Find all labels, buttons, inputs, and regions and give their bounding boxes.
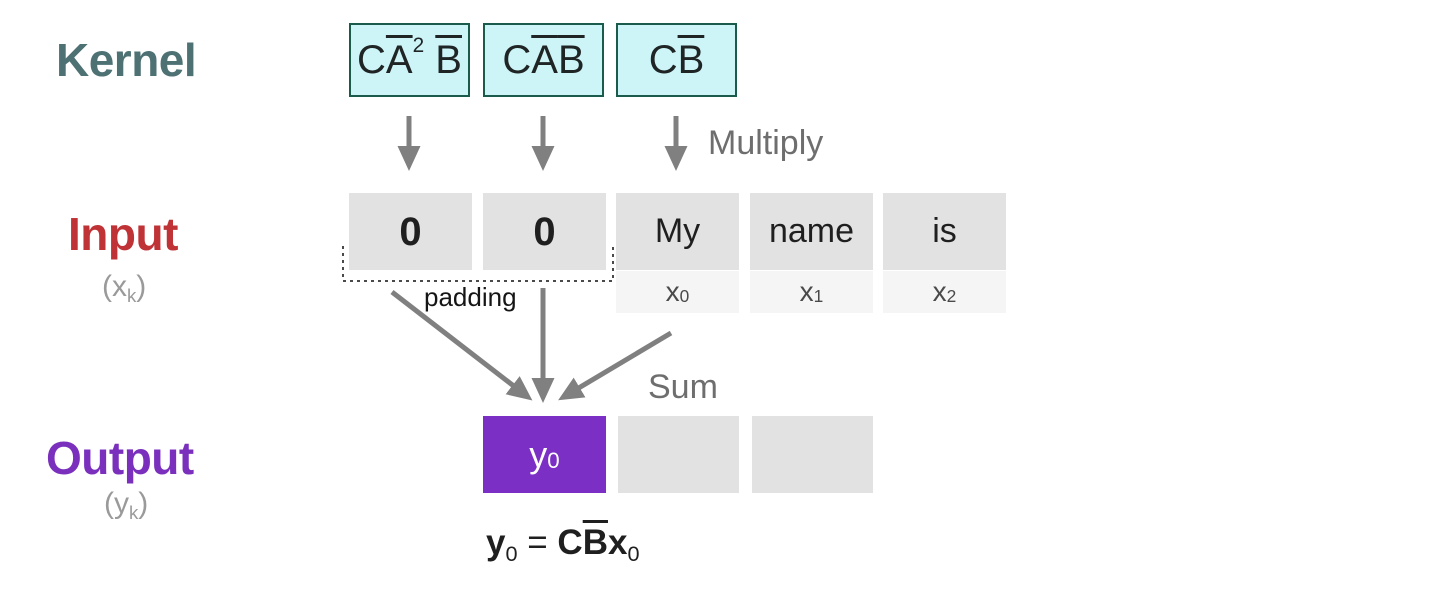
output-cell-empty-1: [618, 416, 739, 493]
sum-annotation: Sum: [648, 368, 718, 406]
input-cell-0: 0: [349, 193, 472, 270]
input-cell-1: 0: [483, 193, 606, 270]
output-section-label: Output: [46, 432, 194, 484]
output-cell-empty-2: [752, 416, 873, 493]
padding-label: padding: [424, 282, 517, 312]
multiply-annotation: Multiply: [708, 124, 824, 162]
kernel-section-label: Kernel: [56, 34, 197, 86]
input-cell-2: My: [616, 193, 739, 270]
input-cell-4: is: [883, 193, 1006, 270]
input-section-label: Input: [68, 208, 178, 260]
input-cell-3: name: [750, 193, 873, 270]
input-subscript-label: (xk): [102, 270, 147, 306]
output-formula: y0 = CBx0: [486, 523, 640, 566]
output-subscript-label: (yk): [104, 487, 149, 523]
